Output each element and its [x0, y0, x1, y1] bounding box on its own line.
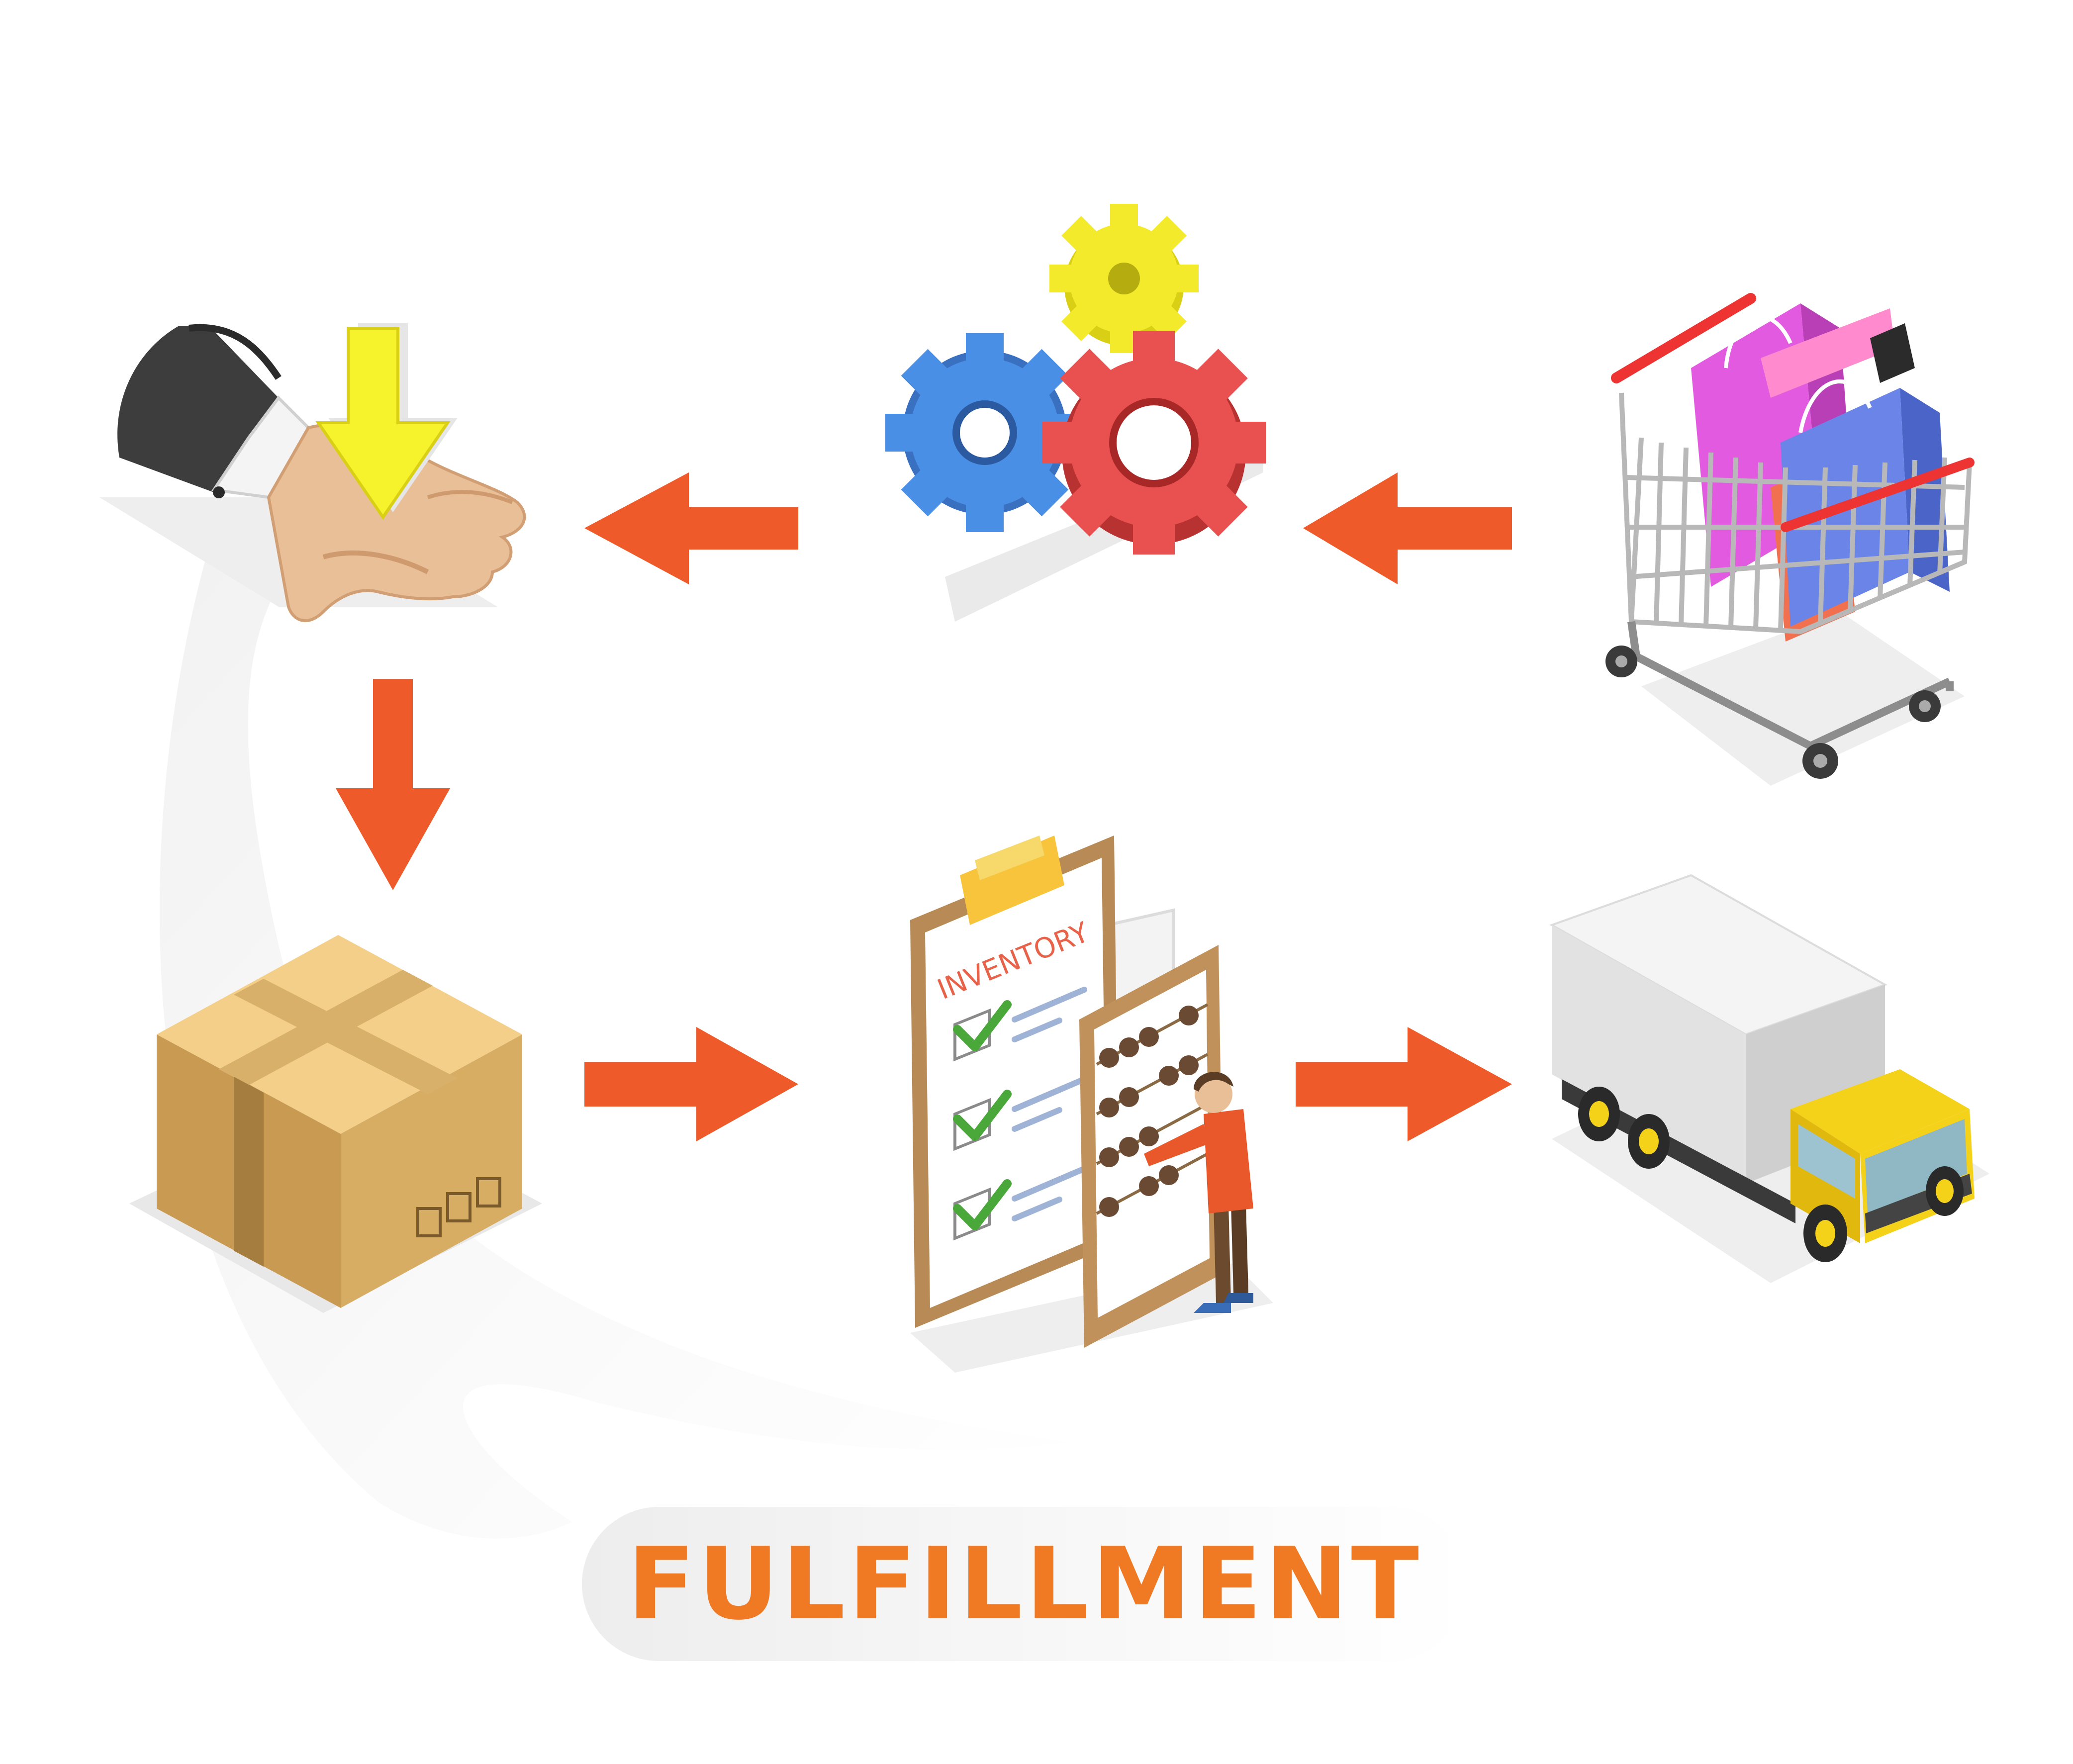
gears-icon	[885, 204, 1266, 622]
arrow-cart-to-gears	[1303, 472, 1512, 584]
shopping-cart-icon	[1605, 293, 1975, 786]
arrow-gears-to-hand	[584, 472, 798, 584]
cardboard-box-icon	[129, 935, 542, 1313]
truck-wheels	[1578, 1087, 1964, 1262]
page-title: FULFILLMENT	[627, 1526, 1422, 1642]
background-swoosh	[159, 547, 1070, 1539]
arrow-inventory-to-truck	[1296, 1027, 1512, 1141]
title-pill	[582, 1507, 1467, 1661]
arrow-hand-to-box	[336, 679, 450, 890]
delivery-truck-icon	[1549, 874, 1989, 1283]
person-figure	[1144, 1072, 1253, 1313]
arrow-box-to-inventory	[584, 1027, 798, 1141]
hand-receiving-icon	[99, 323, 526, 622]
inventory-clipboard-icon: INVENTORY	[910, 836, 1273, 1373]
